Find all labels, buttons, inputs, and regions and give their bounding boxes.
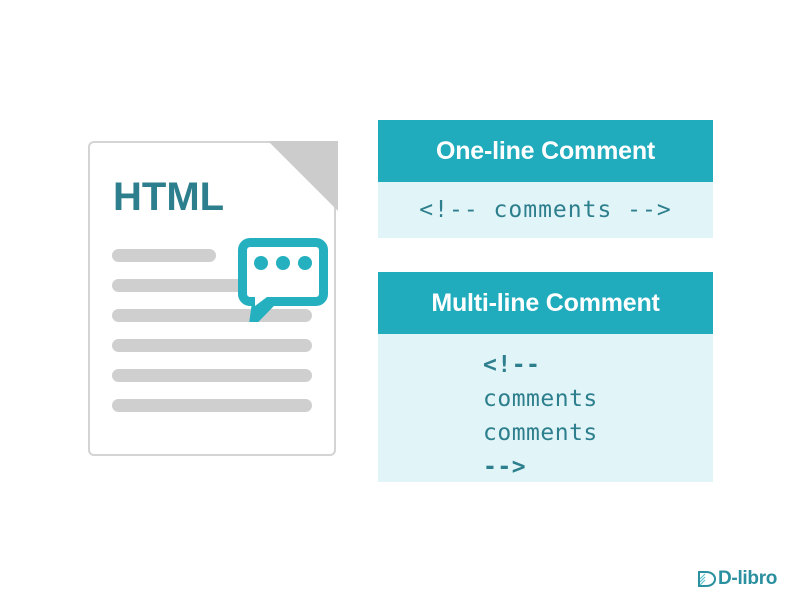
code-block-multi-line: <!-- comments comments --> xyxy=(378,334,713,482)
speech-bubble-body xyxy=(238,238,328,306)
d-libro-mark-icon xyxy=(698,571,717,587)
document-text-line xyxy=(112,399,312,412)
speech-bubble-icon xyxy=(238,238,328,322)
code-line: --> xyxy=(483,454,527,480)
code-line: <!-- xyxy=(483,352,541,378)
code-block-one-line: <!-- comments --> xyxy=(378,182,713,238)
document-text-line xyxy=(112,279,274,292)
speech-bubble-tail-inner xyxy=(255,294,271,306)
document-text-line xyxy=(112,249,216,262)
panel-title-one-line: One-line Comment xyxy=(378,120,713,182)
logo-text: D-libro xyxy=(718,568,778,589)
document-text-line xyxy=(112,309,312,322)
page-fold-icon xyxy=(268,141,338,211)
document-text-line xyxy=(112,369,312,382)
brand-logo: D-libro xyxy=(697,566,777,592)
code-line: <!-- comments --> xyxy=(419,197,672,223)
code-line: comments xyxy=(483,420,598,446)
document-text-lines xyxy=(112,249,312,429)
document-text-line xyxy=(112,339,312,352)
speech-bubble-dots xyxy=(238,256,328,270)
panel-multi-line-comment: Multi-line Comment <!-- comments comment… xyxy=(378,272,713,482)
ellipsis-dot-icon xyxy=(298,256,312,270)
panel-one-line-comment: One-line Comment <!-- comments --> xyxy=(378,120,713,238)
document-label: HTML xyxy=(113,175,225,219)
code-line: comments xyxy=(483,386,598,412)
ellipsis-dot-icon xyxy=(254,256,268,270)
panel-title-multi-line: Multi-line Comment xyxy=(378,272,713,334)
ellipsis-dot-icon xyxy=(276,256,290,270)
